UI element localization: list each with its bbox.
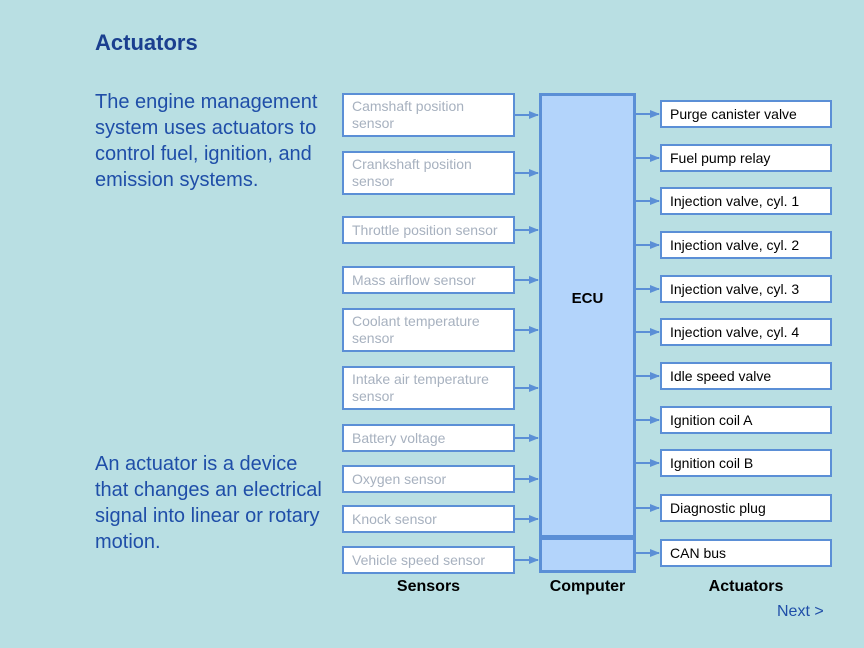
- ecu-box: [539, 93, 636, 538]
- actuator-box-injection-cyl1: Injection valve, cyl. 1: [660, 187, 832, 215]
- actuator-box-ignition-coil-a: Ignition coil A: [660, 406, 832, 434]
- sensor-box-mass-airflow: Mass airflow sensor: [342, 266, 515, 294]
- sensor-box-vehicle-speed: Vehicle speed sensor: [342, 546, 515, 574]
- column-label-computer: Computer: [549, 578, 626, 595]
- actuator-box-injection-cyl2: Injection valve, cyl. 2: [660, 231, 832, 259]
- actuator-box-purge-canister: Purge canister valve: [660, 100, 832, 128]
- sensor-box-throttle: Throttle position sensor: [342, 216, 515, 244]
- sensor-box-oxygen: Oxygen sensor: [342, 465, 515, 493]
- sensor-box-crankshaft: Crankshaft position sensor: [342, 151, 515, 195]
- sensor-box-knock: Knock sensor: [342, 505, 515, 533]
- page-title: Actuators: [95, 30, 198, 55]
- actuator-definition-text: An actuator is a device that changes an …: [95, 453, 322, 553]
- sensor-box-camshaft: Camshaft position sensor: [342, 93, 515, 137]
- sensor-box-battery-voltage: Battery voltage: [342, 424, 515, 452]
- actuator-box-injection-cyl4: Injection valve, cyl. 4: [660, 318, 832, 346]
- column-label-sensors: Sensors: [396, 578, 461, 595]
- sensor-box-coolant-temp: Coolant temperature sensor: [342, 308, 515, 352]
- actuator-box-can-bus: CAN bus: [660, 539, 832, 567]
- ecu-label: ECU: [571, 290, 604, 307]
- actuator-box-diagnostic-plug: Diagnostic plug: [660, 494, 832, 522]
- next-button[interactable]: Next >: [777, 603, 824, 620]
- ecu-lower-section: [539, 538, 636, 573]
- actuator-box-fuel-pump-relay: Fuel pump relay: [660, 144, 832, 172]
- sensor-box-intake-air-temp: Intake air temperature sensor: [342, 366, 515, 410]
- column-label-actuators: Actuators: [708, 578, 784, 595]
- actuator-box-injection-cyl3: Injection valve, cyl. 3: [660, 275, 832, 303]
- intro-text: The engine management system uses actuat…: [95, 91, 318, 191]
- actuator-box-idle-speed-valve: Idle speed valve: [660, 362, 832, 390]
- actuator-box-ignition-coil-b: Ignition coil B: [660, 449, 832, 477]
